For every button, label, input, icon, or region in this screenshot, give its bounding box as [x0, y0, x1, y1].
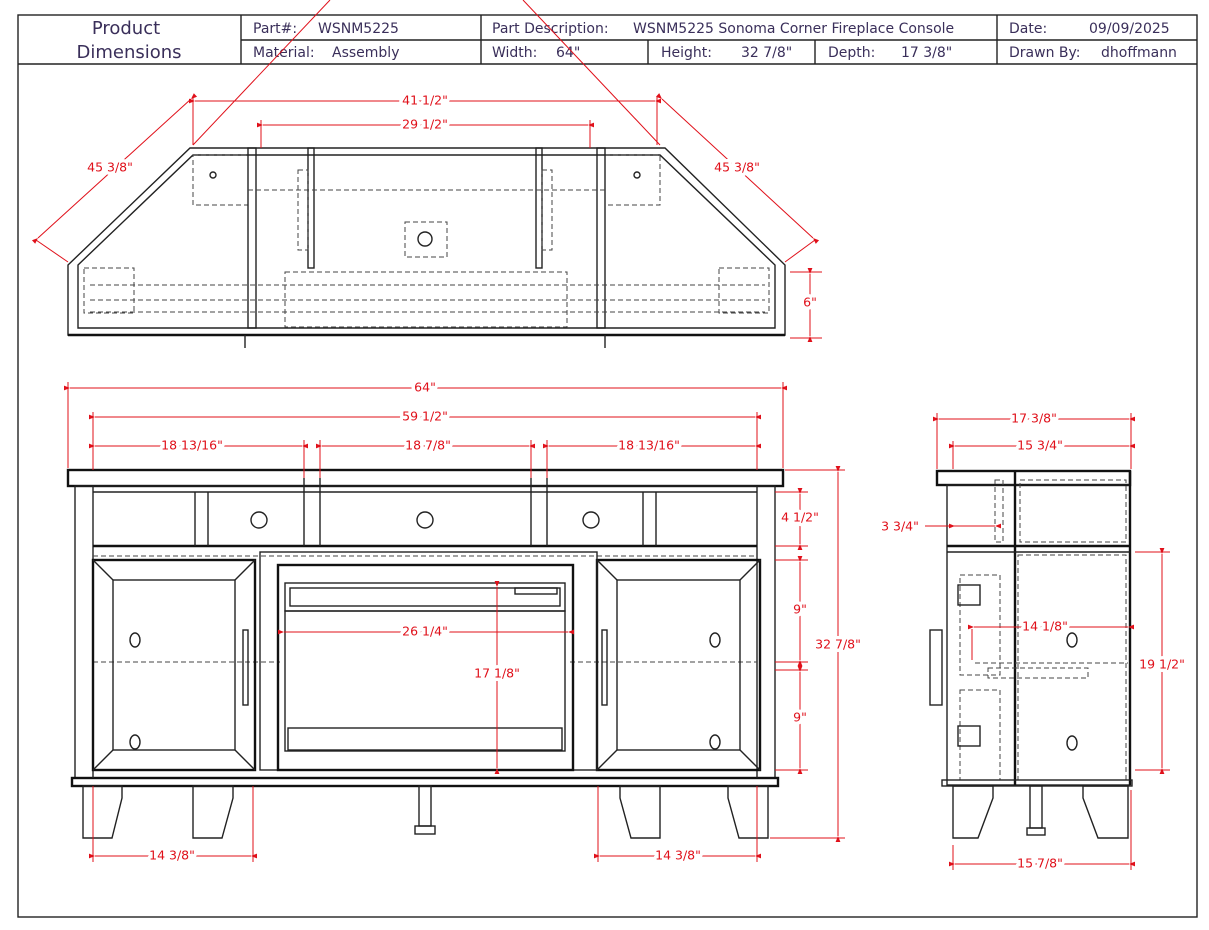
date-label: Date:: [1009, 21, 1047, 37]
cable-grommet: [417, 231, 433, 247]
dim-right-diagonal: 45 3/8": [714, 160, 760, 175]
part-label: Part#:: [253, 21, 297, 37]
dim-body-width: 59 1/2": [402, 409, 448, 424]
dim-back-width: 41 1/2": [402, 93, 448, 108]
dim-lower-shelf: 9": [793, 710, 807, 725]
foot: [82, 785, 123, 839]
title-block: Product Dimensions Part#: WSNM5225 Part …: [17, 14, 1198, 918]
side-view: 17 3/8" 15 3/4" 3 3/4" 14 1/8" 19 1/2" 1…: [878, 407, 1189, 874]
foot: [1082, 785, 1129, 839]
depth-label: Depth:: [828, 45, 875, 61]
dim-shelf-depth: 14 1/8": [1022, 619, 1068, 634]
material-value: Assembly: [332, 45, 399, 61]
dim-inner-width: 29 1/2": [402, 117, 448, 132]
foot: [619, 785, 661, 839]
dim-left-diagonal: 45 3/8": [87, 160, 133, 175]
dim-left-door: 14 3/8": [149, 848, 195, 863]
title-product: Product: [92, 18, 160, 39]
dim-cabinet-height: 19 1/2": [1139, 657, 1185, 672]
height-label: Height:: [661, 45, 712, 61]
dim-right-section: 18 13/16": [618, 438, 680, 453]
drawn-by-value: dhoffmann: [1101, 45, 1177, 61]
left-door: [91, 558, 257, 772]
dim-center-section: 18 7/8": [405, 438, 451, 453]
width-label: Width:: [492, 45, 537, 61]
door-handle: [242, 629, 249, 706]
drawn-by-label: Drawn By:: [1009, 45, 1080, 61]
drawer-hole: [416, 511, 434, 529]
right-door: [595, 558, 762, 772]
description-value: WSNM5225 Sonoma Corner Fireplace Console: [633, 21, 954, 37]
door-handle: [601, 629, 608, 706]
front-view: 64" 59 1/2" 18 13/16" 18 7/8" 18 13/16" …: [64, 376, 864, 866]
top-view: 41 1/2" 29 1/2" 45 3/8" 45 3/8" 6": [31, 0, 822, 348]
foot: [727, 785, 769, 839]
dim-fireplace-height: 17 1/8": [474, 666, 520, 681]
part-value: WSNM5225: [318, 21, 399, 37]
dim-side-depth: 6": [803, 295, 817, 310]
date-value: 09/09/2025: [1089, 21, 1170, 37]
foot: [192, 785, 234, 839]
title-dimensions: Dimensions: [76, 42, 181, 63]
dim-overall-width: 64": [414, 380, 436, 395]
door-handle: [929, 629, 943, 706]
dim-right-door: 14 3/8": [655, 848, 701, 863]
material-label: Material:: [253, 45, 315, 61]
dim-left-section: 18 13/16": [161, 438, 223, 453]
dim-fireplace-width: 26 1/4": [402, 624, 448, 639]
width-value: 64": [556, 45, 580, 61]
dim-body-depth: 15 3/4": [1017, 438, 1063, 453]
dim-drawer-height: 4 1/2": [781, 510, 819, 525]
dim-base-depth: 15 7/8": [1017, 856, 1063, 871]
fireplace-insert: [276, 563, 575, 772]
dim-upper-shelf: 9": [793, 602, 807, 617]
depth-value: 17 3/8": [901, 45, 952, 61]
height-value: 32 7/8": [741, 45, 792, 61]
dim-drawer-offset: 3 3/4": [881, 519, 919, 534]
sheet-border: [17, 14, 1198, 918]
drawer-hole: [582, 511, 600, 529]
drawer-hole: [250, 511, 268, 529]
dim-overall-height: 32 7/8": [815, 637, 861, 652]
dim-overall-depth: 17 3/8": [1011, 411, 1057, 426]
foot: [952, 785, 994, 839]
